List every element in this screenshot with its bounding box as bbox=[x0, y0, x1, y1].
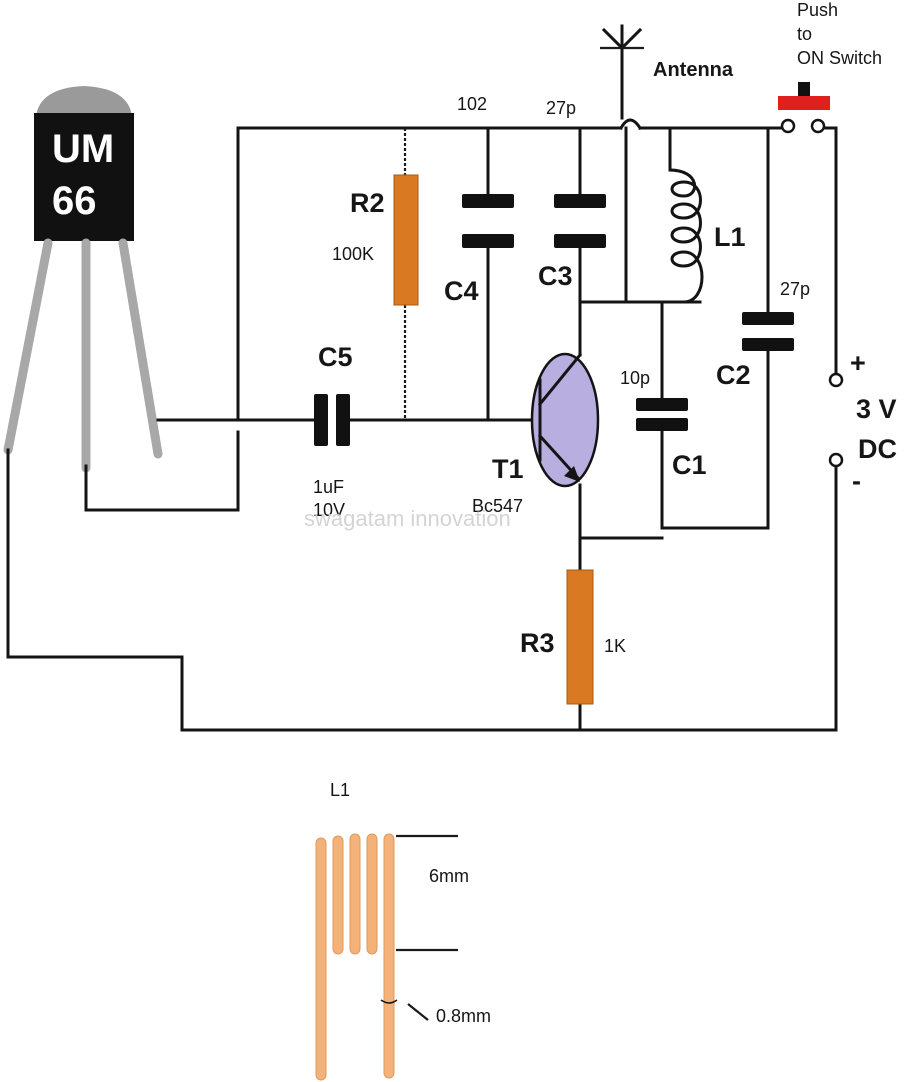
battery-type: DC bbox=[858, 434, 897, 464]
c5-capacitor bbox=[314, 394, 350, 446]
c3-value: 27p bbox=[546, 98, 576, 118]
circuit-wires bbox=[6, 46, 838, 732]
um66-ic: UM 66 bbox=[3, 86, 163, 473]
coil-detail-drawing bbox=[315, 833, 458, 1081]
battery-voltage: 3 V bbox=[856, 394, 897, 424]
antenna-symbol bbox=[600, 24, 644, 51]
coil-detail-title: L1 bbox=[330, 780, 350, 800]
c5-value-line2: 10V bbox=[313, 500, 345, 520]
c3-capacitor bbox=[554, 194, 606, 248]
ic-label-line2: 66 bbox=[52, 179, 97, 223]
c2-name: C2 bbox=[716, 360, 751, 390]
watermark: swagatam innovation bbox=[304, 506, 511, 531]
antenna-label: Antenna bbox=[653, 59, 734, 81]
switch-label-line1: Push bbox=[797, 0, 838, 20]
l1-inductor bbox=[668, 168, 704, 304]
t1-name: T1 bbox=[492, 454, 524, 484]
c2-capacitor bbox=[742, 312, 794, 351]
r2-value: 100K bbox=[332, 244, 374, 264]
t1-transistor bbox=[530, 352, 600, 488]
c4-name: C4 bbox=[444, 276, 479, 306]
r3-name: R3 bbox=[520, 628, 555, 658]
t1-part: Bc547 bbox=[472, 496, 523, 516]
c5-value-line1: 1uF bbox=[313, 477, 344, 497]
c4-value: 102 bbox=[457, 94, 487, 114]
c1-name: C1 bbox=[672, 450, 707, 480]
battery-plus: + bbox=[850, 348, 866, 378]
c5-name: C5 bbox=[318, 342, 353, 372]
c1-capacitor bbox=[636, 398, 688, 431]
switch-label-line3: ON Switch bbox=[797, 48, 882, 68]
c1-value: 10p bbox=[620, 368, 650, 388]
ic-lead-3 bbox=[118, 238, 163, 459]
l1-name: L1 bbox=[714, 222, 746, 252]
coil-length-label: 6mm bbox=[429, 866, 469, 886]
ic-lead-1 bbox=[3, 238, 53, 455]
battery-terminals bbox=[828, 372, 844, 468]
switch-label-line2: to bbox=[797, 24, 812, 44]
battery-minus: - bbox=[852, 466, 861, 496]
c2-value: 27p bbox=[780, 279, 810, 299]
r2-resistor bbox=[393, 174, 419, 306]
r3-value: 1K bbox=[604, 636, 626, 656]
c3-name: C3 bbox=[538, 261, 573, 291]
r2-name: R2 bbox=[350, 188, 385, 218]
push-switch bbox=[778, 82, 830, 134]
coil-wire-label: 0.8mm bbox=[436, 1006, 491, 1026]
ic-label-line1: UM bbox=[52, 127, 114, 171]
r3-resistor bbox=[566, 569, 594, 705]
c4-capacitor bbox=[462, 194, 514, 248]
